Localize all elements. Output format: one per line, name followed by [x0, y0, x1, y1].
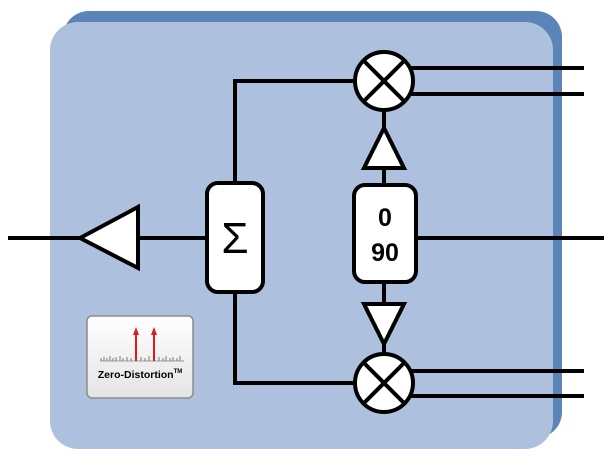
summer-to-bottom-mixer-wire [233, 292, 356, 385]
summer-block [205, 181, 265, 294]
phase-value-90: 90 [371, 239, 399, 267]
phase-splitter-block [352, 183, 418, 284]
badge-title: Zero-DistortionTM [98, 369, 183, 381]
phase-value-0: 0 [378, 204, 392, 232]
spectrum-icon [100, 327, 184, 362]
zero-distortion-badge: Zero-DistortionTM [86, 315, 194, 399]
bottom-buffer-triangle [360, 302, 408, 349]
summer-to-top-mixer-wire [233, 79, 356, 183]
top-buffer-triangle [360, 123, 408, 170]
amplifier-triangle [75, 203, 140, 272]
signal-wires [8, 66, 604, 398]
top-mixer [353, 50, 415, 112]
bottom-mixer [353, 352, 415, 414]
summer-symbol: Σ [221, 214, 248, 263]
